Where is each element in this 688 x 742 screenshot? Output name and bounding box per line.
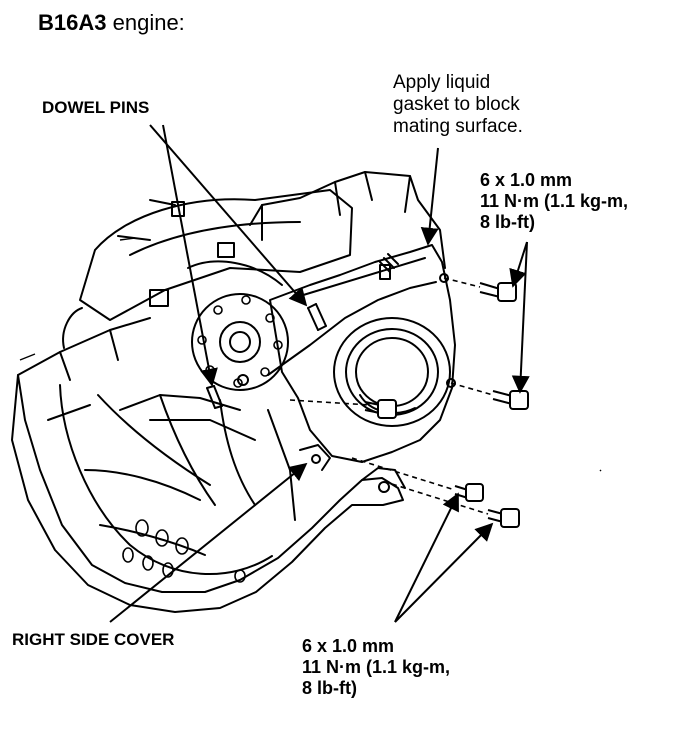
- bolt-spec-line: 11 N·m (1.1 kg-m,: [480, 190, 629, 211]
- block-detail: [149, 199, 176, 206]
- engine-suffix: engine:: [112, 10, 185, 35]
- mounting-ear-hole: [378, 481, 390, 493]
- right-side-cover-outline: [269, 244, 456, 463]
- case-upper-rib: [334, 181, 341, 216]
- cover-gasket-bead: [267, 281, 437, 376]
- crank-counterweight: [187, 260, 283, 286]
- dowel-pins-label: DOWEL PINS: [42, 98, 150, 117]
- dowel-pin-upper: [307, 303, 327, 331]
- spec-upper-leader: [509, 241, 528, 288]
- cover-leader: [109, 462, 308, 623]
- bolt-spec-line: 8 lb-ft): [480, 211, 535, 232]
- block-bolt-head: [149, 289, 169, 307]
- dowel-leader-upper: [149, 124, 308, 307]
- cover-bolt-hole: [446, 378, 456, 388]
- dowel-leader-lower: [162, 124, 218, 387]
- bell-housing-face: [11, 374, 404, 613]
- bolt-lower-right: [487, 508, 520, 528]
- cover-oil-seal-outer: [333, 317, 451, 427]
- housing-rib: [149, 419, 256, 441]
- bolt-axis-line: [443, 277, 481, 288]
- spec-lower-leader: [394, 522, 494, 623]
- case-upper-rib: [404, 175, 411, 213]
- engine-model: B16A3: [38, 10, 107, 35]
- case-upper-rib: [364, 171, 373, 201]
- bolt-spec-lower: 6 x 1.0 mm 11 N·m (1.1 kg-m, 8 lb-ft): [302, 636, 450, 699]
- gasket-note-line: gasket to block: [393, 94, 520, 116]
- bolt-middle-right: [492, 390, 529, 410]
- housing-rib: [84, 469, 201, 501]
- right-side-cover-label: RIGHT SIDE COVER: [12, 630, 175, 649]
- bolt-lower-left: [454, 483, 484, 502]
- housing-rib: [219, 399, 256, 506]
- gasket-note-line: mating surface.: [393, 116, 523, 138]
- spec-upper-leader: [511, 241, 530, 394]
- spring-clip: [379, 253, 399, 273]
- gasket-note-line: Apply liquid: [393, 72, 491, 93]
- bell-housing-flange: [17, 317, 151, 376]
- engine-block-back: [79, 189, 353, 321]
- mounting-ear-hole: [311, 454, 321, 464]
- block-hose: [62, 307, 83, 349]
- cover-bolt-hole: [237, 374, 249, 386]
- housing-rib: [267, 409, 296, 521]
- bolt-cover-center: [364, 399, 397, 419]
- case-upper-casting: [249, 171, 446, 269]
- cover-oil-seal-lip: [355, 337, 429, 407]
- diagram-title: B16A3 engine:: [38, 10, 185, 36]
- bolt-spec-line: 6 x 1.0 mm: [302, 636, 395, 656]
- gasket-note: Apply liquid gasket to block mating surf…: [393, 72, 523, 138]
- bell-housing-flange: [59, 329, 119, 381]
- bolt-upper-right: [479, 282, 517, 302]
- block-flange-line: [129, 221, 301, 256]
- bolt-axis-line: [391, 483, 489, 515]
- flywheel-hub: [191, 293, 289, 391]
- housing-rib: [159, 394, 216, 506]
- gasket-leader: [420, 147, 439, 246]
- flywheel-hub-bore: [219, 321, 261, 363]
- bolt-axis-line: [450, 382, 494, 396]
- flywheel-hub-center: [229, 331, 251, 353]
- bolt-spec-upper: 6 x 1.0 mm 11 N·m (1.1 kg-m, 8 lb-ft): [480, 170, 628, 233]
- bell-housing-inner-rim: [59, 384, 273, 576]
- spec-lower-leader: [394, 492, 459, 623]
- bolt-axis-line: [289, 399, 371, 406]
- housing-web: [47, 404, 91, 421]
- cover-bolt-hole: [439, 273, 449, 283]
- bolt-spec-line: 11 N·m (1.1 kg-m,: [302, 656, 451, 677]
- mounting-ear: [299, 444, 331, 471]
- housing-rib: [99, 524, 206, 556]
- block-bolt-head: [217, 242, 235, 258]
- cover-flange-edge: [299, 257, 426, 297]
- housing-web: [119, 394, 241, 411]
- bolt-spec-line: 8 lb-ft): [302, 677, 357, 698]
- bolt-spec-line: 6 x 1.0 mm: [480, 170, 573, 190]
- housing-holes: [122, 519, 246, 583]
